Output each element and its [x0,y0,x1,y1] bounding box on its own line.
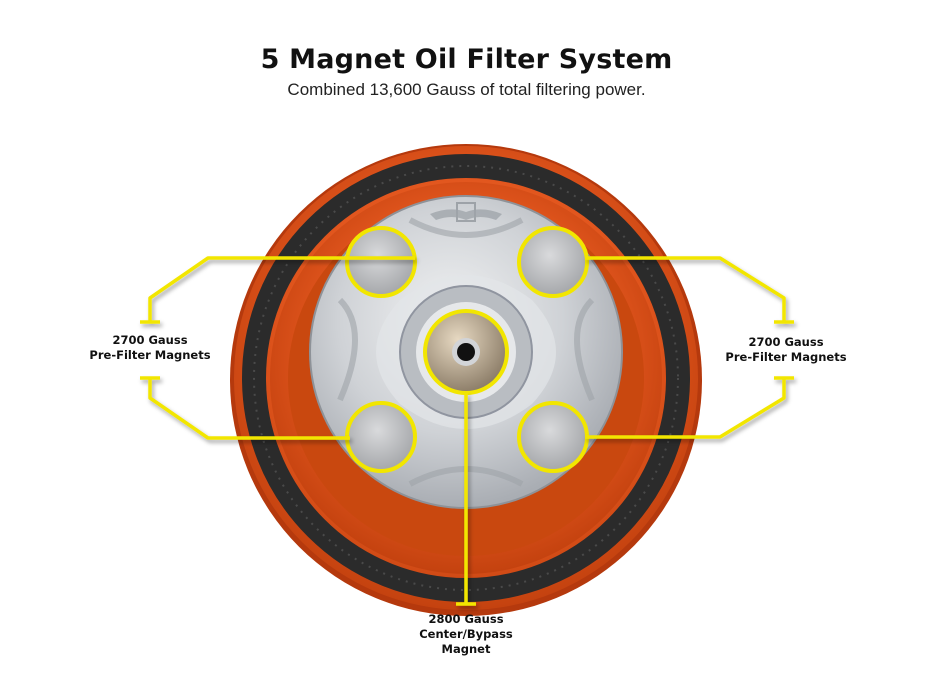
magnet-top-left [345,226,417,298]
logo-emblem [430,202,502,222]
leader-bottom-left [148,378,350,440]
callout-bottom-label-2: Magnet [441,642,491,656]
callout-left-label: Pre-Filter Magnets [89,348,211,362]
callout-right-gauss: 2700 Gauss [748,335,824,349]
center-bypass-magnet [399,285,533,419]
hub-bore [457,343,475,361]
leader-top-right [585,256,786,322]
magnet-top-right [517,226,589,298]
callout-leaders [140,256,794,606]
diagram-title: 5 Magnet Oil Filter System [260,44,673,75]
callout-right-prefilter: 2700 Gauss Pre-Filter Magnets [706,335,866,365]
diagram-subtitle: Combined 13,600 Gauss of total filtering… [287,80,646,99]
plate-channels [337,217,595,487]
pre-filter-magnets [345,226,589,473]
callout-left-prefilter: 2700 Gauss Pre-Filter Magnets [70,333,230,363]
leader-bottom-right [585,378,786,439]
gasket-texture [253,165,679,591]
magnet-bottom-left [345,401,417,473]
callout-right-label: Pre-Filter Magnets [725,350,847,364]
callout-bottom-gauss: 2800 Gauss [428,612,504,626]
callout-center-bypass: 2800 Gauss Center/Bypass Magnet [390,612,542,657]
callout-bottom-label: Center/Bypass [419,627,513,641]
magnet-bottom-right [517,401,589,473]
leader-top-left [148,256,415,322]
callout-left-gauss: 2700 Gauss [112,333,188,347]
